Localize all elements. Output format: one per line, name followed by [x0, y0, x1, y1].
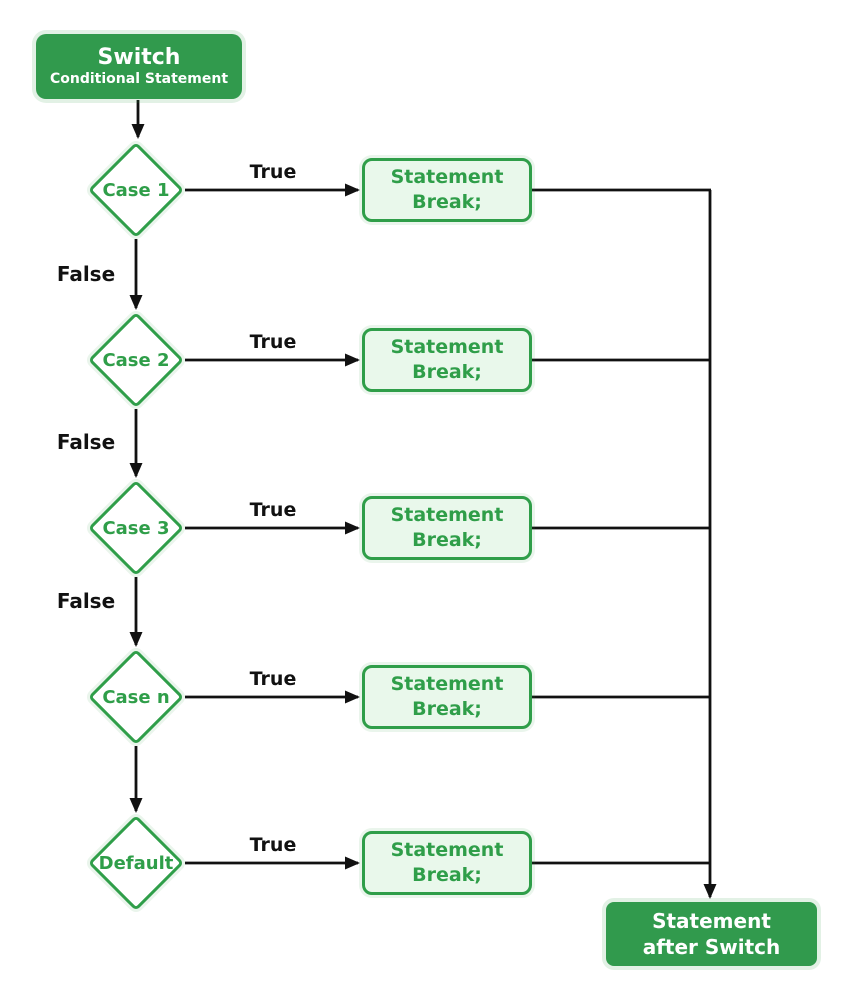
- process-statement-3: Statement Break;: [362, 496, 532, 560]
- true-label-4: True: [249, 668, 297, 690]
- process-statement-4: Statement Break;: [362, 665, 532, 729]
- decision-case-n-label: Case n: [102, 686, 170, 708]
- start-node-switch: Switch Conditional Statement: [36, 34, 242, 99]
- process-statement-5-line1: Statement: [390, 839, 504, 862]
- decision-default: Default: [88, 815, 184, 911]
- decision-case-3-label: Case 3: [102, 517, 170, 539]
- decision-case-n: Case n: [88, 649, 184, 745]
- false-label-1: False: [56, 262, 116, 286]
- process-statement-1: Statement Break;: [362, 158, 532, 222]
- process-statement-1-line2: Break;: [412, 191, 482, 213]
- decision-case-2-label: Case 2: [102, 349, 170, 371]
- true-label-1: True: [249, 161, 297, 183]
- process-statement-2-line2: Break;: [412, 361, 482, 383]
- process-statement-1-line1: Statement: [390, 166, 504, 189]
- process-statement-5: Statement Break;: [362, 831, 532, 895]
- start-node-title: Switch: [97, 45, 181, 71]
- process-statement-5-line2: Break;: [412, 864, 482, 886]
- true-label-2: True: [249, 331, 297, 353]
- end-node-statement-after-switch: Statement after Switch: [606, 902, 817, 966]
- process-statement-2-line1: Statement: [390, 336, 504, 359]
- decision-case-1: Case 1: [88, 142, 184, 238]
- end-node-line1: Statement: [652, 909, 771, 933]
- decision-case-2: Case 2: [88, 312, 184, 408]
- process-statement-2: Statement Break;: [362, 328, 532, 392]
- process-statement-3-line2: Break;: [412, 529, 482, 551]
- decision-default-label: Default: [98, 852, 174, 874]
- decision-case-1-label: Case 1: [102, 179, 170, 201]
- start-node-subtitle: Conditional Statement: [49, 70, 229, 87]
- decision-case-3: Case 3: [88, 480, 184, 576]
- end-node-line2: after Switch: [642, 935, 781, 959]
- process-statement-4-line1: Statement: [390, 673, 504, 696]
- false-label-3: False: [56, 589, 116, 613]
- false-label-2: False: [56, 430, 116, 454]
- process-statement-4-line2: Break;: [412, 698, 482, 720]
- true-label-3: True: [249, 499, 297, 521]
- process-statement-3-line1: Statement: [390, 504, 504, 527]
- true-label-5: True: [249, 834, 297, 856]
